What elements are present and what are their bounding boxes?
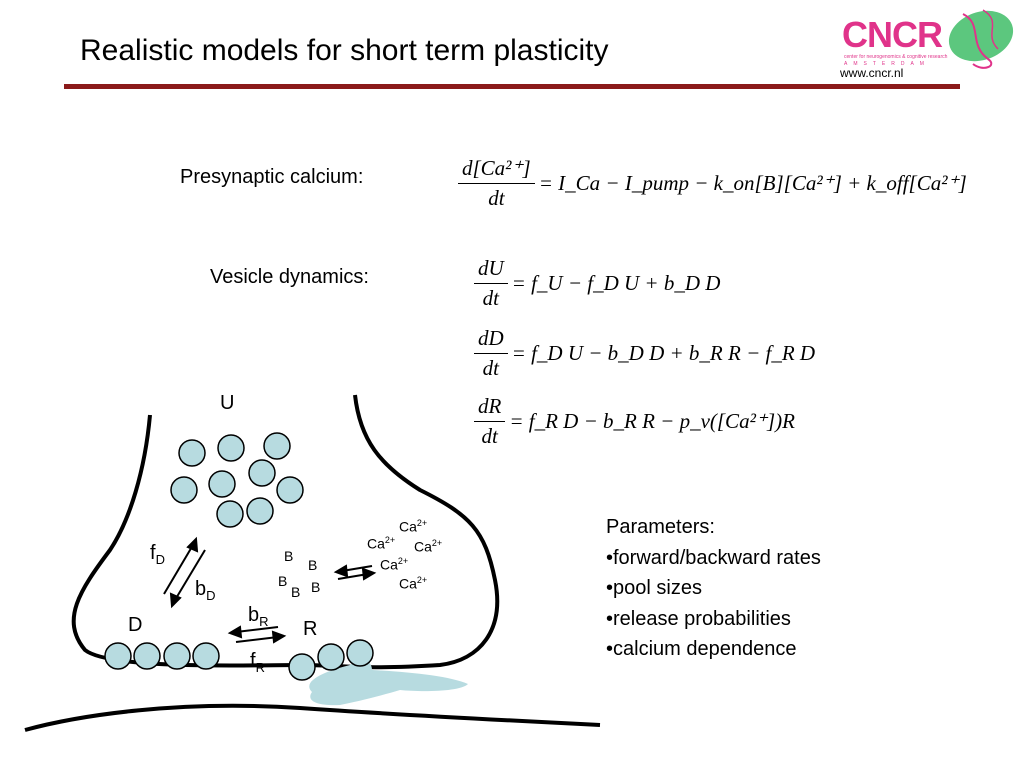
vesicle-label: Vesicle dynamics:	[210, 266, 369, 288]
vesicle	[170, 476, 198, 504]
synapse-diagram	[24, 394, 601, 732]
du-eq-denominator: dt	[482, 286, 499, 310]
logo-wordmark: CNCR	[842, 14, 943, 55]
parameter-item: •forward/backward rates	[606, 546, 821, 569]
vesicle	[248, 459, 276, 487]
parameters-heading: Parameters:	[606, 516, 715, 538]
ion-charge: 2+	[384, 535, 396, 545]
ion-symbol: Ca	[367, 535, 385, 552]
parameter-item: •pool sizes	[606, 577, 702, 599]
dr-eq-denominator: dt	[481, 424, 498, 448]
vesicle	[276, 476, 304, 504]
dr-eq-rhs: = f_R D − b_R R − p_v([Ca²⁺])R	[509, 409, 795, 433]
vesicle	[216, 500, 244, 528]
calcium-eq-rhs: = I_Ca − I_pump − k_on[B][Ca²⁺] + k_off[…	[538, 171, 967, 195]
postsynaptic-membrane	[24, 703, 601, 732]
calcium-ion-label: Ca2+	[380, 556, 408, 573]
dd-eq-numerator: dD	[474, 326, 508, 354]
calcium-eq-denominator: dt	[488, 186, 505, 210]
calcium-ion-label: Ca2+	[399, 575, 427, 592]
vesicle-pool-r	[288, 639, 374, 681]
ion-charge: 2+	[416, 575, 428, 585]
pool-d-label: D	[128, 614, 143, 636]
vesicle	[317, 643, 345, 671]
logo-url: www.cncr.nl	[840, 66, 904, 80]
buffer-label: B	[284, 548, 294, 564]
logo-subtitle: center for neurogenomics & cognitive res…	[844, 54, 948, 60]
leaf-icon	[948, 9, 1014, 69]
vesicle	[288, 653, 316, 681]
parameter-item: •release probabilities	[606, 607, 791, 630]
vesicle	[263, 432, 291, 460]
vesicle	[133, 642, 161, 670]
calcium-eq-numerator: d[Ca²⁺]	[458, 156, 535, 184]
title-rule	[64, 84, 960, 89]
calcium-ion-label: Ca2+	[367, 535, 395, 552]
du-eq-numerator: dU	[474, 256, 508, 284]
rate-bd-label: bD	[195, 578, 216, 603]
rate-br-label: bR	[248, 604, 269, 629]
vesicle-pool-d	[104, 642, 220, 670]
rate-subscript: R	[255, 660, 265, 675]
exchange-arrows-ud	[163, 536, 206, 609]
rate-fr-label: fR	[250, 650, 265, 675]
dr-eq-numerator: dR	[474, 394, 506, 422]
presynaptic-label: Presynaptic calcium:	[180, 166, 364, 188]
pool-u-label: U	[220, 392, 235, 414]
vesicle	[246, 497, 274, 525]
ion-charge: 2+	[397, 556, 409, 566]
ion-symbol: Ca	[399, 518, 417, 535]
ion-charge: 2+	[416, 518, 428, 528]
vesicle	[192, 642, 220, 670]
vesicle	[346, 639, 374, 667]
rate-subscript: R	[259, 614, 269, 629]
dd-eq-denominator: dt	[482, 356, 499, 380]
vesicle-pool-u	[170, 432, 304, 528]
calcium-ion-label: Ca2+	[414, 538, 442, 555]
ion-symbol: Ca	[399, 575, 417, 592]
rate-subscript: D	[155, 552, 165, 567]
parameters-list: Parameters: •forward/backward rates •poo…	[606, 512, 821, 665]
dd-eq-rhs: = f_D U − b_D D + b_R R − f_R D	[511, 341, 816, 365]
rate-subscript: D	[206, 588, 216, 603]
ion-symbol: Ca	[414, 538, 432, 555]
ion-charge: 2+	[431, 538, 443, 548]
ion-symbol: Ca	[380, 556, 398, 573]
calcium-equation: d[Ca²⁺]dt = I_Ca − I_pump − k_on[B][Ca²⁺]…	[458, 156, 967, 211]
exchange-arrows-dr	[227, 625, 287, 644]
parameter-item: •calcium dependence	[606, 638, 797, 660]
vesicle	[217, 434, 245, 462]
logo-city: AMSTERDAM	[844, 61, 930, 67]
buffer-label: B	[308, 557, 318, 573]
calcium-ion-label: Ca2+	[399, 518, 427, 535]
exchange-arrows-ca-b	[333, 564, 377, 581]
rate-letter: b	[195, 578, 207, 600]
rate-letter: b	[248, 604, 260, 626]
rate-letter: f	[250, 650, 256, 672]
rate-letter: f	[150, 542, 156, 564]
rate-fd-label: fD	[150, 542, 165, 567]
vesicle	[208, 470, 236, 498]
release-plume	[309, 659, 468, 706]
vesicle	[163, 642, 191, 670]
buffer-label: B	[291, 584, 301, 600]
buffer-label: B	[278, 573, 288, 589]
page-title: Realistic models for short term plastici…	[80, 34, 609, 67]
buffer-label: B	[311, 579, 321, 595]
pool-r-label: R	[303, 618, 318, 640]
du-eq-rhs: = f_U − f_D U + b_D D	[511, 271, 721, 295]
vesicle	[178, 439, 206, 467]
cncr-logo: CNCR center for neurogenomics & cognitiv…	[838, 4, 1018, 84]
vesicle	[104, 642, 132, 670]
